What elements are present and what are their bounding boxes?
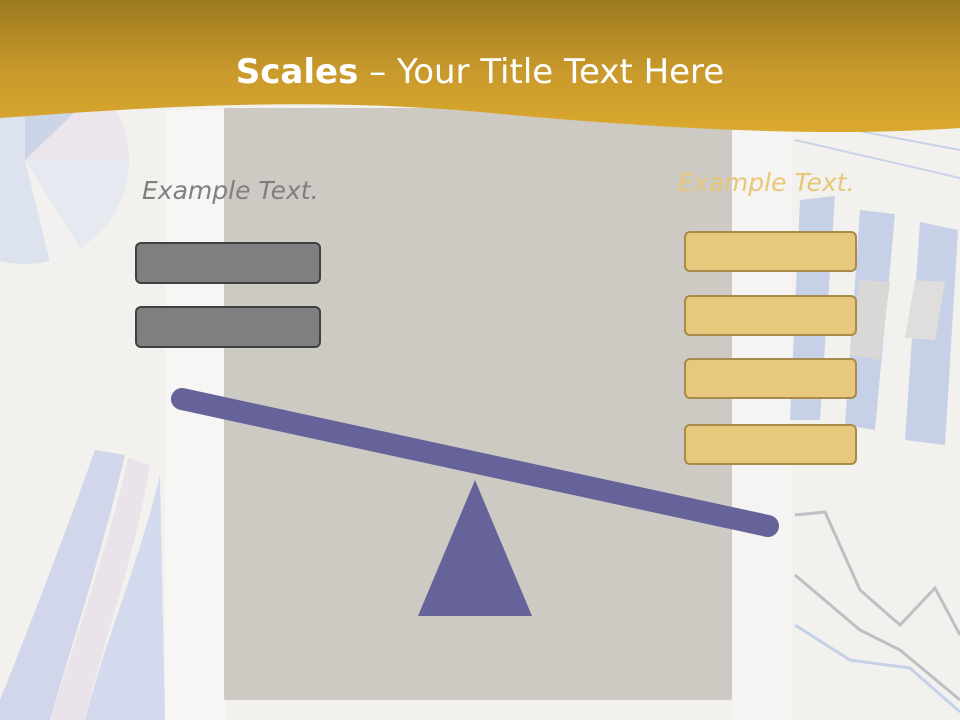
- title-bold-part: Scales: [235, 52, 359, 92]
- right-text-box-2[interactable]: [684, 295, 857, 336]
- right-example-label: Example Text.: [678, 168, 855, 197]
- title-rest-part: – Your Title Text Here: [358, 52, 725, 92]
- scale-beam: [171, 388, 779, 537]
- line-chart-graphic: [794, 510, 960, 714]
- slide-title: Scales – Your Title Text Here: [0, 52, 960, 92]
- title-banner: Scales – Your Title Text Here: [0, 0, 960, 140]
- left-text-box-1[interactable]: [135, 242, 321, 284]
- right-text-box-3[interactable]: [684, 358, 857, 399]
- right-text-box-4[interactable]: [684, 424, 857, 465]
- left-text-box-2[interactable]: [135, 306, 321, 348]
- right-text-box-1[interactable]: [684, 231, 857, 272]
- stream-chart-graphic: [0, 450, 165, 720]
- scale-fulcrum: [418, 480, 532, 616]
- banner-shape: [0, 0, 960, 133]
- left-example-label: Example Text.: [142, 176, 319, 205]
